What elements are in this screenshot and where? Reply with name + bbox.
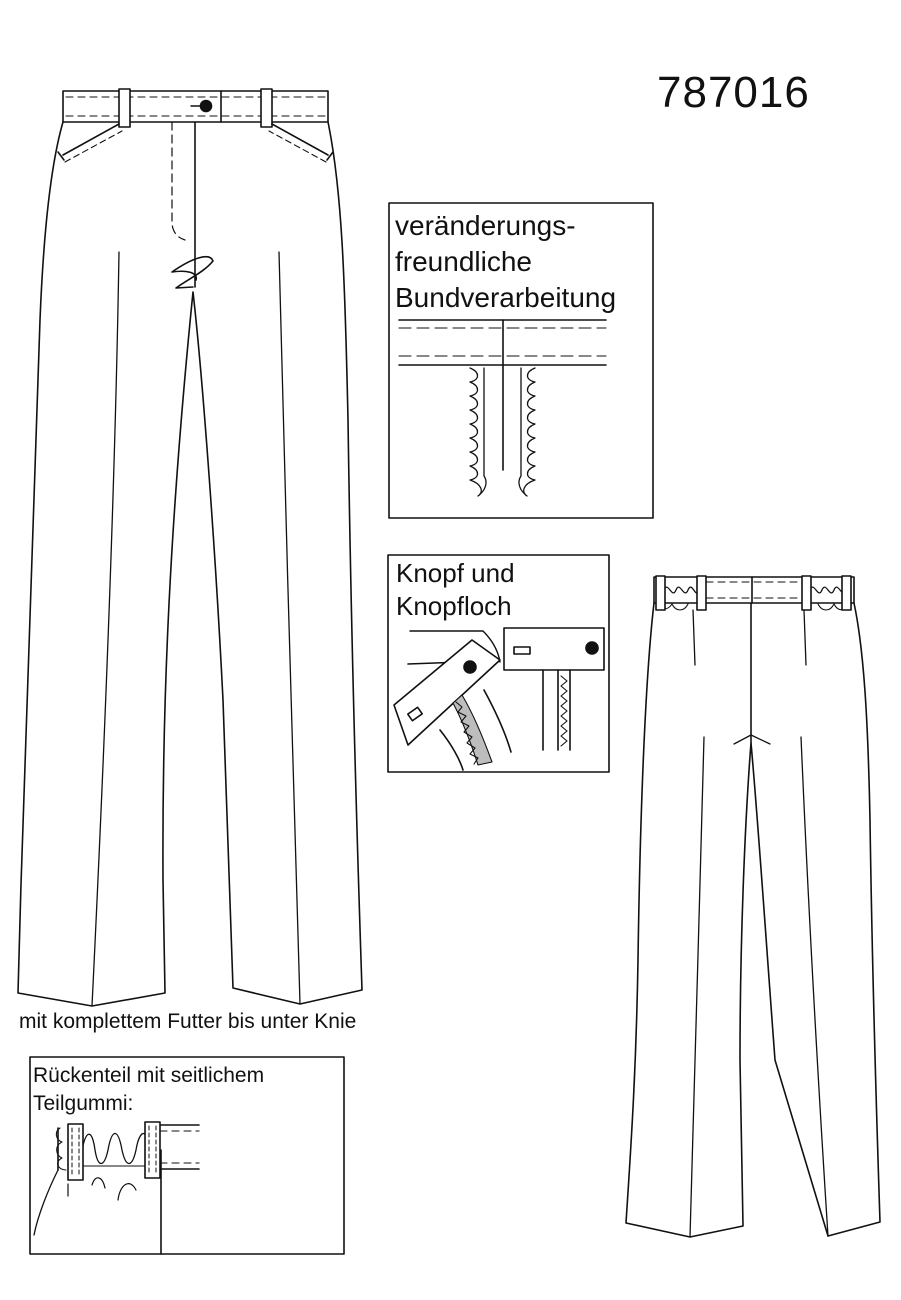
detail-waistband-box	[388, 202, 654, 519]
model-number: 787016	[657, 68, 810, 117]
detail-seam-allowance-fill	[452, 694, 493, 766]
detail-seam-allowance-left	[469, 367, 487, 497]
detail-back-elastic-title: Rückenteil mit seitlichem Teilgummi:	[33, 1062, 264, 1118]
detail-button-right	[585, 641, 599, 655]
back-belt-loop-3	[801, 575, 812, 611]
front-trousers-outline	[17, 121, 363, 1007]
front-button	[199, 99, 213, 113]
detail-seam-allowance-right	[518, 367, 536, 497]
detail-waistband-title-line: freundliche	[395, 246, 532, 277]
detail-buttonhole-right	[513, 646, 531, 655]
detail-button-frame	[387, 554, 610, 773]
detail-button-left	[463, 660, 477, 674]
back-trousers-drawing	[625, 575, 881, 1238]
detail-button-title-line: Knopfloch	[396, 591, 512, 621]
back-trousers-outline	[625, 602, 881, 1238]
detail-waistband-title: veränderungs- freundliche Bundverarbeitu…	[395, 208, 616, 316]
back-belt-loop-1	[655, 575, 666, 611]
detail-button-title: Knopf und Knopfloch	[396, 557, 515, 623]
front-crease-right	[278, 251, 301, 1005]
detail-flat-waistband	[503, 627, 605, 671]
detail-button-box	[387, 554, 610, 773]
detail-back-elastic-frame	[29, 1056, 345, 1255]
detail-waistband-frame	[388, 202, 654, 519]
front-crotch-fold	[171, 256, 214, 289]
detail-folded-waistband	[393, 639, 501, 746]
detail-back-elastic-title-line: Teilgummi:	[33, 1092, 134, 1115]
detail-overlock-stitch	[560, 675, 568, 747]
detail-elastic-gathers	[81, 1132, 147, 1165]
detail-button-title-line: Knopf und	[396, 558, 515, 588]
front-trousers-drawing	[17, 88, 363, 1007]
detail-waistband-title-line: veränderungs-	[395, 210, 576, 241]
front-crease-left	[91, 251, 120, 1007]
back-belt-loop-2	[696, 575, 707, 611]
back-dart-right	[803, 609, 807, 666]
front-fly-stitching	[171, 121, 186, 241]
back-crease-left	[689, 736, 705, 1238]
front-belt-loop-right	[260, 88, 273, 128]
back-belt-loop-4	[841, 575, 852, 611]
front-view-caption: mit komplettem Futter bis unter Knie	[19, 1010, 357, 1033]
detail-buttonhole-left	[406, 706, 424, 722]
detail-belt-loop-right	[144, 1121, 161, 1179]
detail-back-elastic-title-line: Rückenteil mit seitlichem	[33, 1064, 265, 1087]
back-elastic-left	[663, 586, 699, 594]
back-waistband	[653, 576, 855, 604]
back-crease-right	[800, 736, 829, 1237]
front-belt-loop-left	[118, 88, 131, 128]
back-dart-left	[692, 609, 696, 666]
detail-back-elastic-box	[29, 1056, 345, 1255]
back-elastic-right	[809, 586, 847, 594]
front-pocket-left	[62, 123, 120, 156]
detail-waistband-title-line: Bundverarbeitung	[395, 282, 617, 313]
detail-belt-loop-left	[67, 1123, 84, 1181]
front-pocket-right	[271, 123, 329, 156]
